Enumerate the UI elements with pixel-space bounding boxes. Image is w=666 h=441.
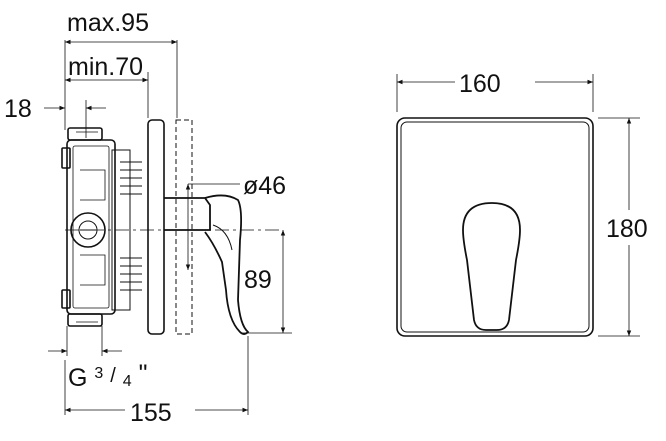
connection-numerator: 3: [94, 365, 103, 382]
plate-diameter-label: ø46: [243, 172, 286, 200]
handle-height-label: 89: [244, 266, 272, 294]
dim-max-depth: max.95: [64, 9, 178, 130]
dim-plate-width: 160: [396, 70, 594, 112]
connection-denominator: 4: [123, 373, 132, 390]
finished-wall-line: [175, 119, 193, 335]
dim-plate-height: 180: [598, 117, 648, 337]
dim-plate-diameter: ø46: [185, 172, 286, 270]
dim-connection: G 3 / 4 ": [48, 326, 148, 392]
front-view: 160 180: [396, 70, 648, 337]
offset-label: 18: [4, 95, 32, 123]
connection-suffix: ": [139, 360, 148, 388]
min-depth-label: min.70: [68, 53, 143, 81]
dim-total-length: 155: [64, 336, 249, 427]
plate-width-label: 160: [459, 70, 501, 98]
handle-lever-side: [164, 194, 250, 335]
dim-min-depth: min.70: [65, 53, 149, 118]
plate-height-label: 180: [606, 215, 648, 243]
connection-slash: /: [110, 365, 116, 387]
connection-prefix: G: [68, 364, 87, 392]
dim-offset: 18: [4, 95, 106, 138]
handle-lever-front: [462, 202, 521, 331]
valve-body: [61, 127, 131, 327]
side-view: max.95 min.70 18 ø46 89: [4, 9, 292, 427]
max-depth-label: max.95: [67, 9, 149, 37]
connection-label: G 3 / 4 ": [68, 356, 148, 392]
dim-handle-height: 89: [240, 230, 292, 334]
cover-plate-inner: [400, 121, 590, 333]
cartridge-coil: [120, 161, 142, 291]
cover-plate-outer: [396, 117, 594, 337]
total-length-label: 155: [130, 399, 172, 427]
wall-plate-profile: [147, 119, 165, 335]
